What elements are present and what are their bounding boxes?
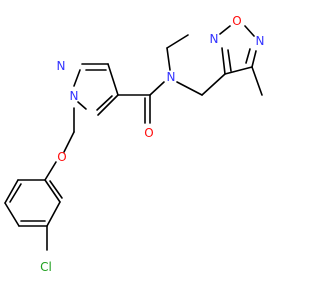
- bond: [251, 50, 257, 68]
- atom-label-o: O: [144, 126, 153, 140]
- bond: [166, 34, 189, 49]
- atom-label-n: N: [256, 34, 265, 48]
- bond: [245, 48, 251, 64]
- bond: [4, 202, 20, 227]
- molecule-canvas: N N N O O N O N Cl: [4, 14, 265, 274]
- atom-label-n: N: [57, 59, 66, 73]
- atom-labels: N N N O O N O N Cl: [40, 14, 264, 274]
- atom-label-n: N: [70, 89, 79, 103]
- bond: [107, 63, 119, 96]
- bond: [166, 47, 171, 71]
- bonds: [4, 25, 263, 251]
- bond: [49, 180, 63, 199]
- bond: [73, 69, 81, 87]
- bond: [97, 94, 119, 116]
- bond: [176, 81, 203, 96]
- bond: [251, 66, 263, 96]
- bond: [46, 201, 61, 227]
- bond: [4, 179, 19, 204]
- bond: [244, 25, 255, 37]
- atom-label-n: N: [210, 32, 219, 46]
- bond: [224, 66, 253, 75]
- bond: [221, 47, 226, 75]
- bond: [44, 179, 61, 203]
- atom-label-n: N: [167, 70, 176, 84]
- bond: [77, 101, 87, 110]
- bond: [9, 183, 22, 203]
- bond: [201, 73, 226, 96]
- bond: [227, 49, 232, 72]
- atom-label-o: O: [57, 150, 66, 164]
- bond: [96, 95, 113, 111]
- atom-label-o: O: [232, 14, 241, 28]
- bond: [63, 131, 75, 153]
- bond: [219, 25, 231, 35]
- molecule-structure: N N N O O N O N Cl: [4, 14, 264, 274]
- atom-label-cl: Cl: [40, 260, 52, 274]
- bond: [44, 161, 57, 181]
- bond: [149, 81, 165, 96]
